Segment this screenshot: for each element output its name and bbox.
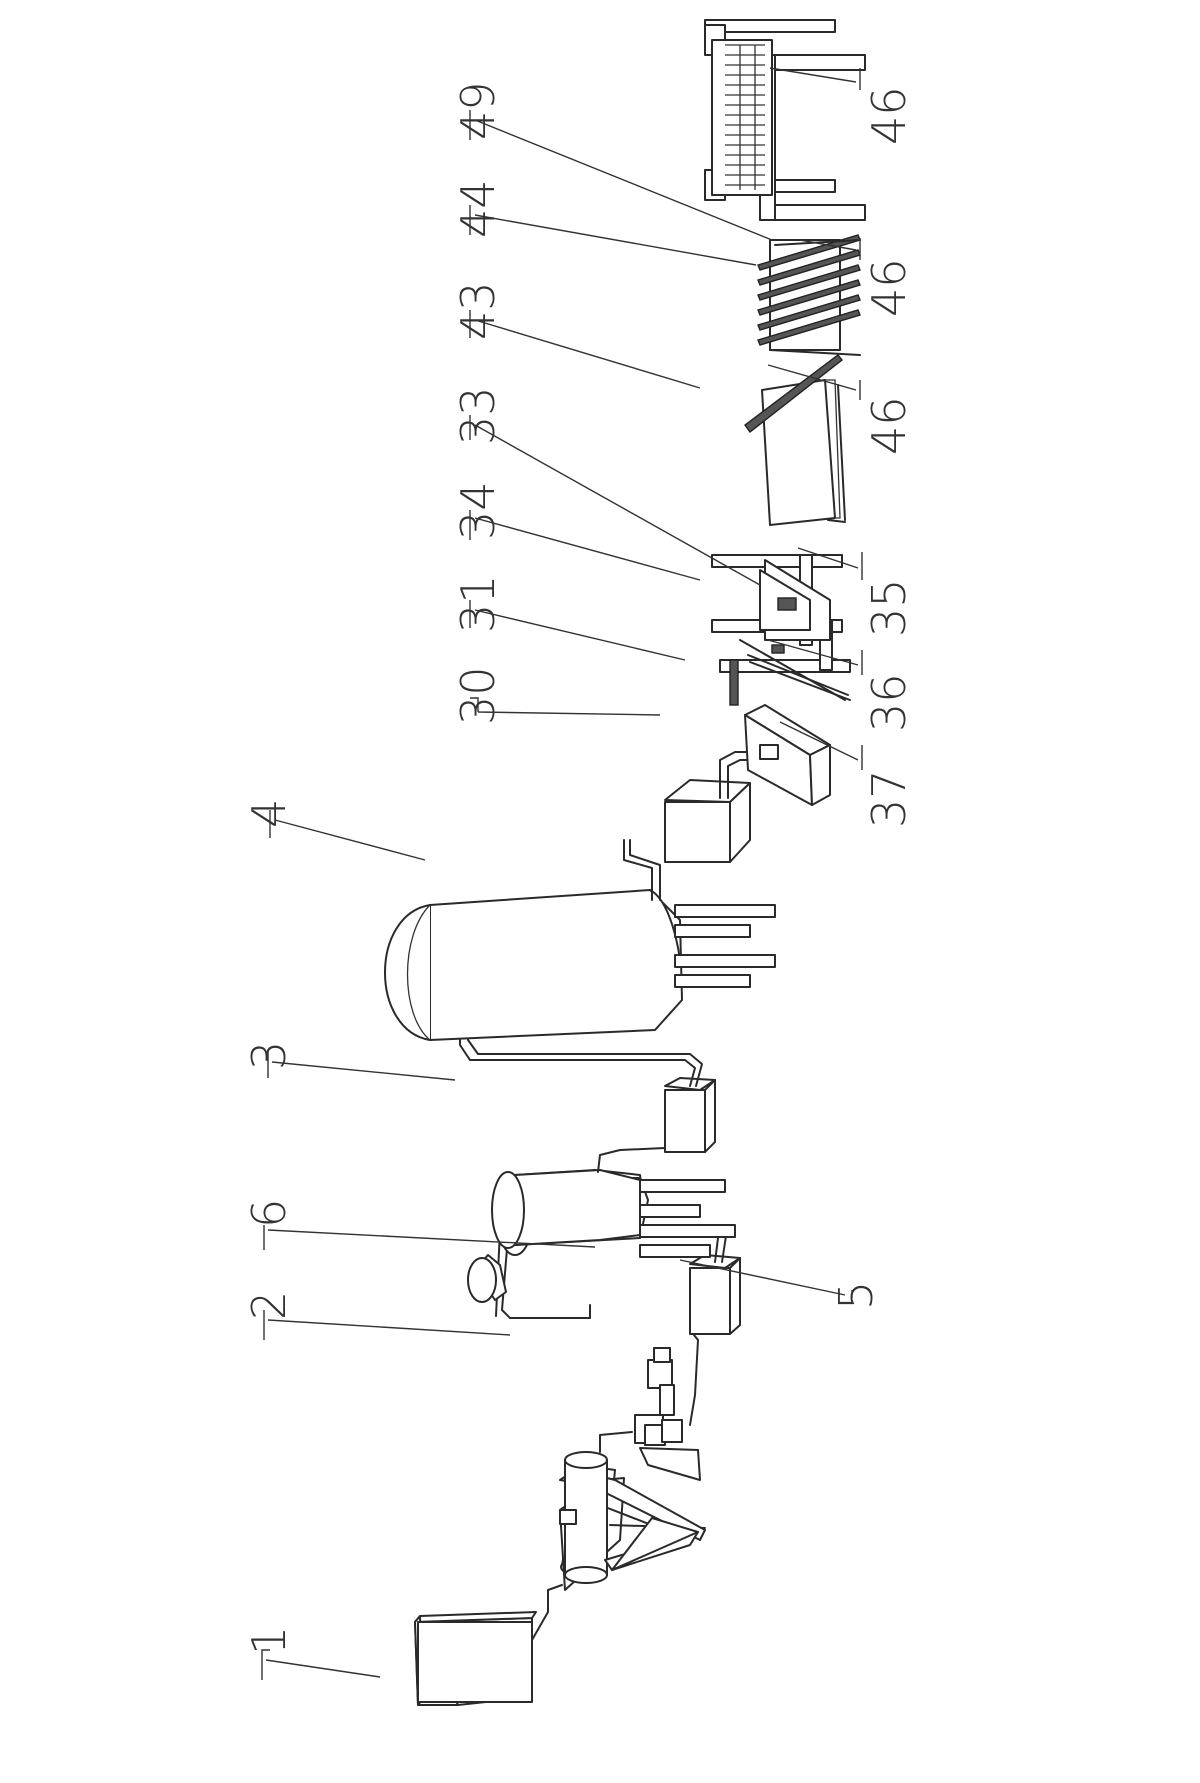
label-46-top: 46 bbox=[862, 86, 916, 145]
label-4: 4 bbox=[242, 799, 296, 828]
component-6-valve bbox=[648, 1348, 674, 1415]
pipe-3-out bbox=[598, 1148, 665, 1172]
label-46-middle: 46 bbox=[862, 258, 916, 317]
label-34: 34 bbox=[451, 481, 505, 540]
label-1: 1 bbox=[242, 1626, 296, 1655]
label-49: 49 bbox=[451, 81, 505, 140]
component-44-49-rack bbox=[758, 235, 860, 355]
label-46-lower: 46 bbox=[862, 396, 916, 455]
label-33: 33 bbox=[451, 386, 505, 445]
component-1-feed-box bbox=[415, 1612, 536, 1705]
label-36: 36 bbox=[862, 673, 916, 732]
pipe-2-outlet bbox=[600, 1432, 632, 1452]
component-3-tank bbox=[468, 1170, 648, 1302]
component-2-body bbox=[560, 1452, 607, 1583]
component-43-plate bbox=[745, 355, 845, 525]
component-31-trough bbox=[745, 705, 830, 805]
pipe-4-to-box bbox=[460, 1030, 695, 1086]
component-30-box bbox=[665, 780, 750, 862]
component-33-37-frame bbox=[712, 555, 850, 705]
label-31: 31 bbox=[451, 574, 505, 633]
component-46-top-frame bbox=[705, 20, 865, 220]
label-2: 2 bbox=[242, 1291, 296, 1320]
label-3: 3 bbox=[242, 1041, 296, 1070]
component-4-vessel bbox=[385, 890, 682, 1040]
label-43: 43 bbox=[451, 281, 505, 340]
label-30: 30 bbox=[451, 666, 505, 725]
component-3-legs bbox=[640, 1180, 735, 1257]
label-44: 44 bbox=[451, 179, 505, 238]
component-4-legs bbox=[675, 905, 775, 987]
label-37: 37 bbox=[862, 769, 916, 828]
label-5: 5 bbox=[829, 1281, 883, 1310]
label-35: 35 bbox=[862, 578, 916, 637]
label-6: 6 bbox=[242, 1199, 296, 1228]
transfer-box-upper bbox=[665, 1078, 715, 1152]
pipe-5-to-box bbox=[690, 1330, 698, 1425]
